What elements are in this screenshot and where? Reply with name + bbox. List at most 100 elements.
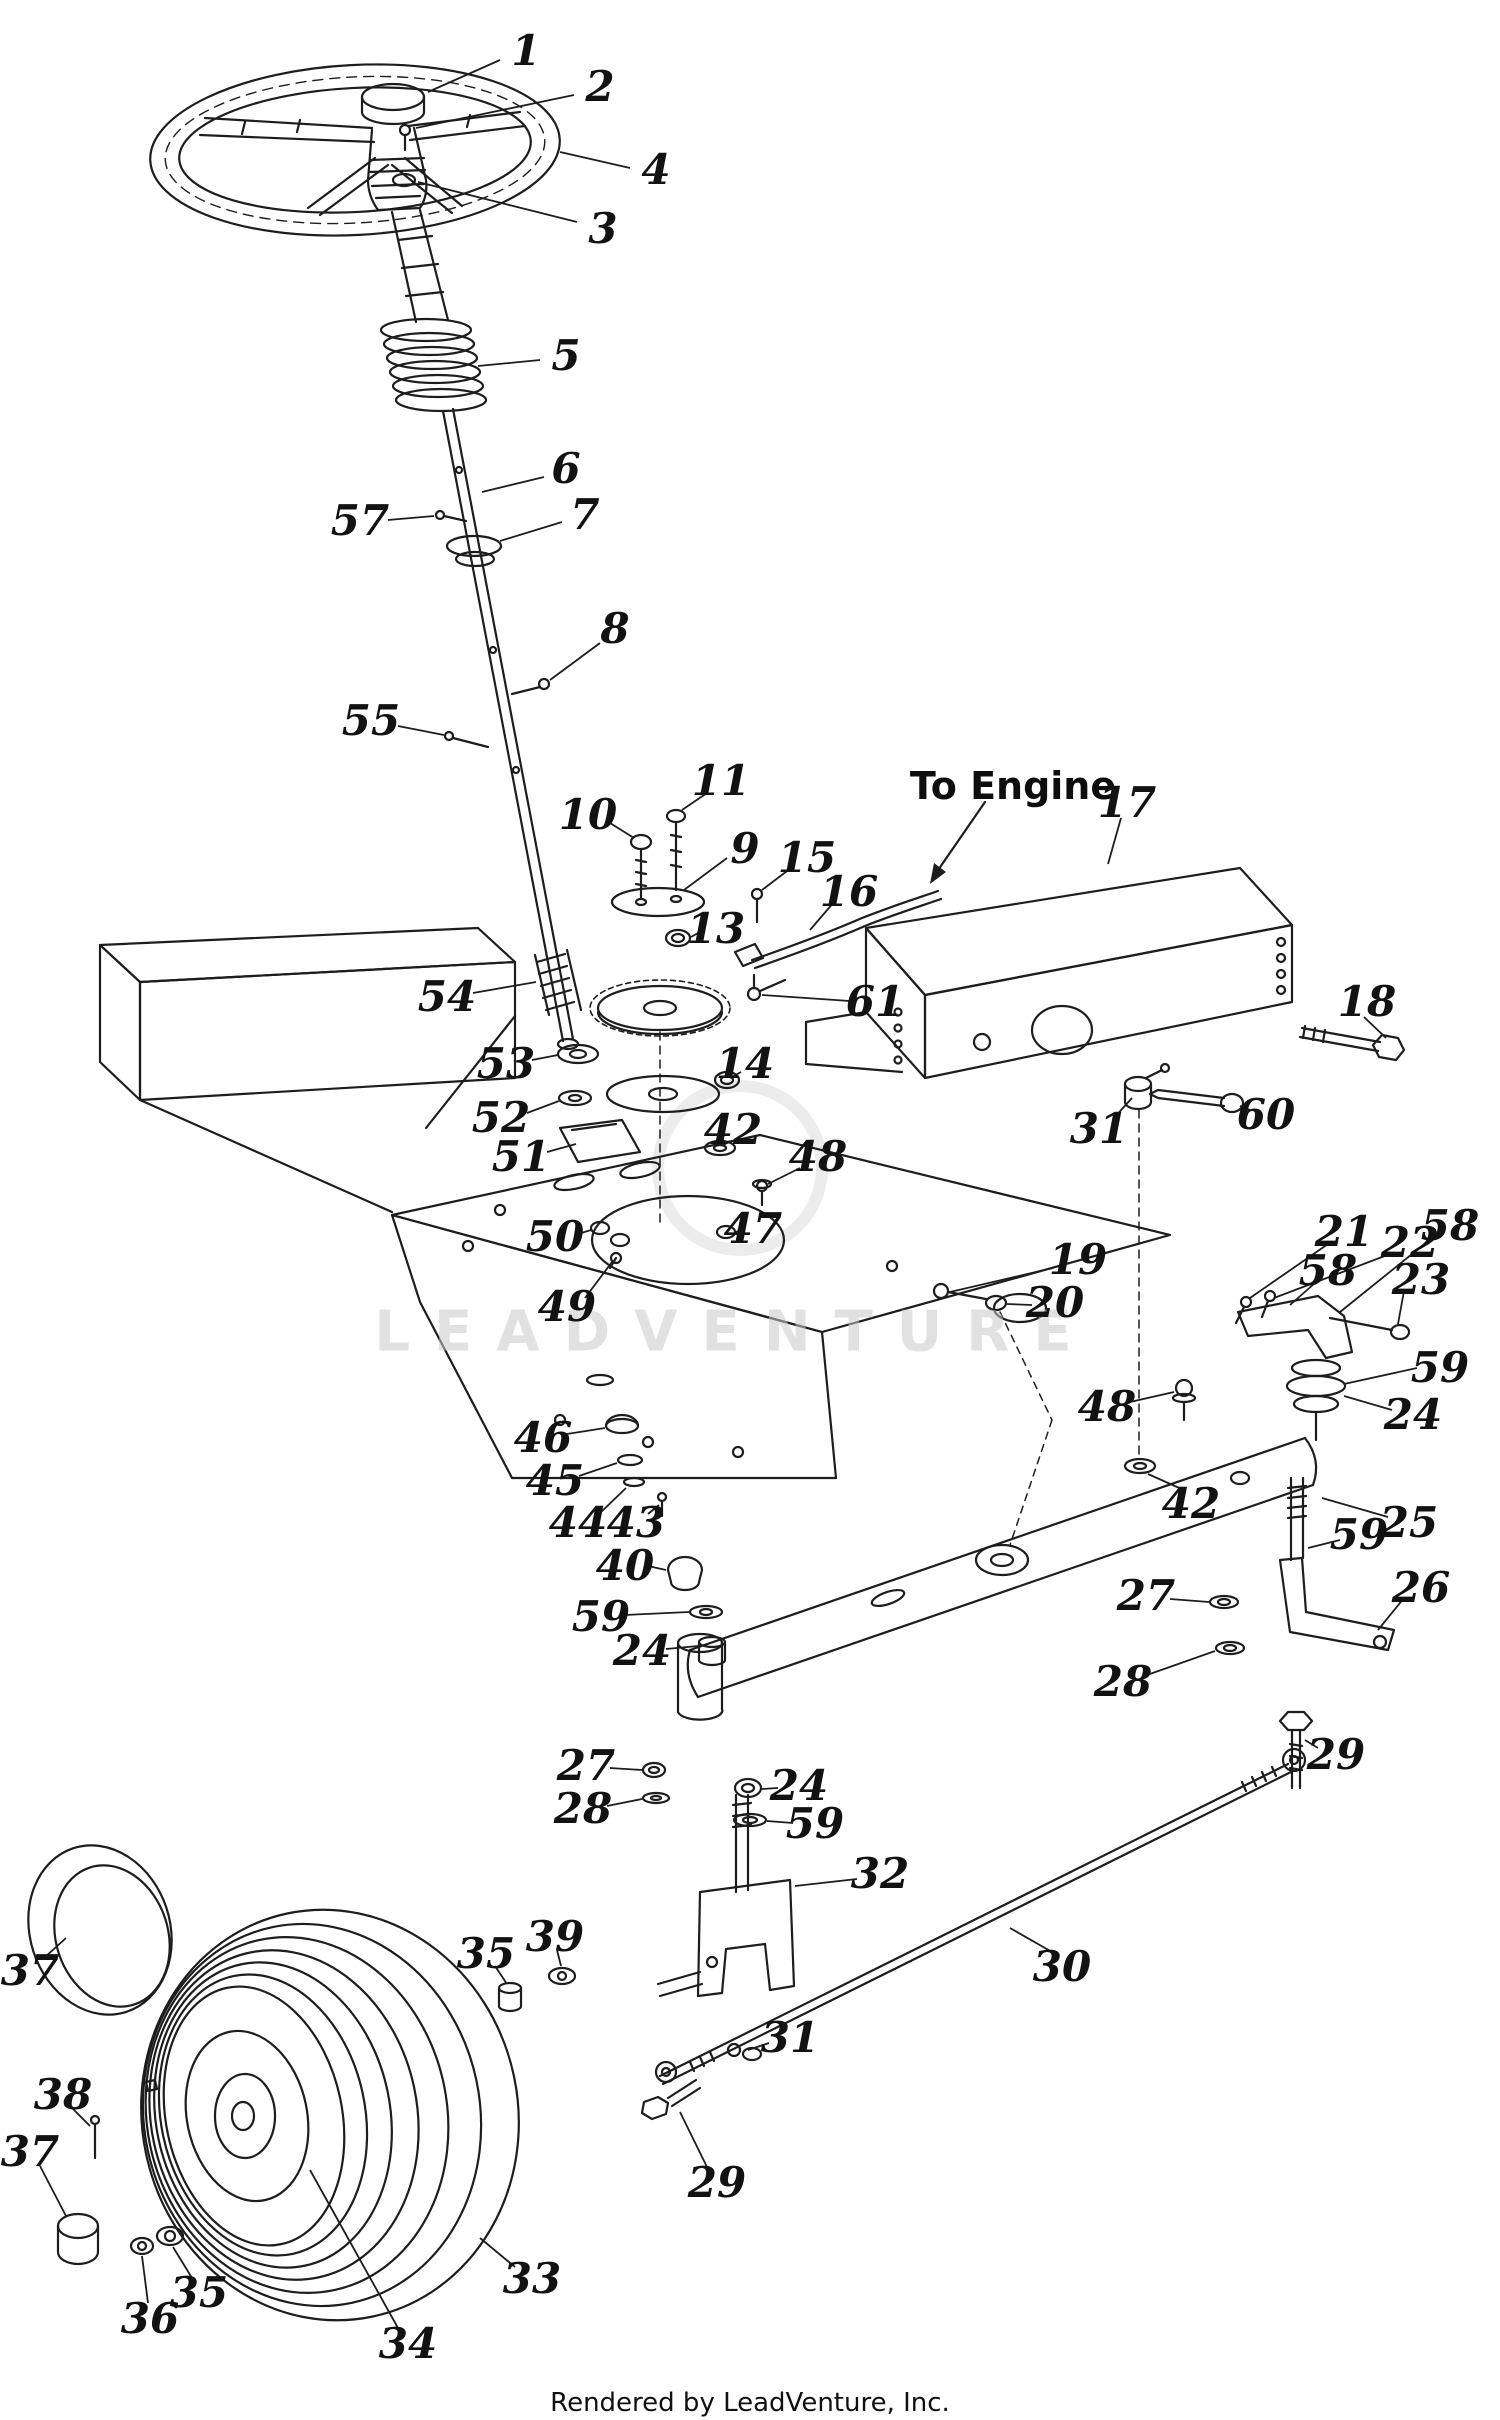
leader-line-13 xyxy=(690,932,699,938)
shaft-bushing xyxy=(445,534,503,558)
tie-rod-end xyxy=(654,2060,678,2084)
leader-line-3 xyxy=(417,181,578,223)
leader-line-51 xyxy=(546,1143,577,1153)
washer xyxy=(1208,1594,1240,1610)
pivot-fitting xyxy=(1123,1075,1153,1093)
steering-gear xyxy=(589,979,731,1226)
upper-plate xyxy=(610,886,706,918)
callout-49: 49 xyxy=(537,1282,597,1331)
nut xyxy=(664,928,692,948)
callout-42: 42 xyxy=(1161,1479,1221,1528)
washer xyxy=(1123,1457,1157,1475)
steering-spring xyxy=(379,317,488,413)
leader-line-52 xyxy=(526,1100,560,1114)
to-engine-label: To Engine xyxy=(909,764,1117,808)
callout-54: 54 xyxy=(417,972,477,1021)
callout-59: 59 xyxy=(571,1592,631,1641)
leader-line-58 xyxy=(1339,1237,1433,1313)
leader-line-60 xyxy=(1239,1105,1251,1111)
leader-line-59 xyxy=(1307,1539,1341,1549)
callout-28: 28 xyxy=(1093,1657,1153,1706)
engine-wires xyxy=(733,800,987,1002)
washer xyxy=(641,1791,671,1805)
bearing-plate xyxy=(605,1074,721,1114)
leader-line-49 xyxy=(584,1261,613,1299)
callout-37: 37 xyxy=(0,2127,60,2176)
callout-58: 58 xyxy=(1420,1201,1480,1250)
nut-20 xyxy=(984,1294,1008,1312)
leader-line-18 xyxy=(1363,1016,1387,1039)
bracket xyxy=(558,1118,642,1164)
engine-frame xyxy=(804,866,1294,1080)
shaft-pin xyxy=(443,730,455,742)
bushing-35 xyxy=(497,1981,523,1995)
callout-27: 27 xyxy=(1116,1571,1176,1620)
washer xyxy=(557,1089,593,1107)
callout-4: 4 xyxy=(641,145,671,194)
callout-61: 61 xyxy=(845,977,905,1026)
callout-37: 37 xyxy=(0,1946,60,1995)
callout-46: 46 xyxy=(513,1413,573,1462)
callout-1: 1 xyxy=(511,26,541,75)
leader-line-43 xyxy=(647,1504,660,1515)
washer xyxy=(732,1812,768,1828)
leader-line-26 xyxy=(1377,1597,1405,1631)
leader-line-20 xyxy=(1006,1303,1033,1306)
callout-2: 2 xyxy=(585,62,615,111)
cap-46 xyxy=(604,1417,640,1435)
bolt-31 xyxy=(726,2042,742,2058)
ball-stud xyxy=(1174,1378,1194,1398)
callout-45: 45 xyxy=(525,1456,585,1505)
callout-22: 22 xyxy=(1380,1218,1440,1267)
callout-15: 15 xyxy=(777,833,837,882)
callout-24: 24 xyxy=(612,1626,672,1675)
leader-line-5 xyxy=(477,359,541,367)
leader-line-24 xyxy=(665,1645,699,1650)
bolt-29-right xyxy=(1278,1710,1314,1732)
stud xyxy=(755,1179,769,1193)
leader-line-15 xyxy=(761,867,792,891)
leader-line-32 xyxy=(794,1878,858,1887)
leader-line-35 xyxy=(172,2246,193,2279)
callout-25: 25 xyxy=(1379,1498,1439,1547)
leader-line-48 xyxy=(767,1167,801,1185)
leader-line-28 xyxy=(606,1798,643,1807)
leader-line-17 xyxy=(1107,817,1122,865)
bolt xyxy=(609,1251,623,1265)
bushing xyxy=(556,1043,600,1065)
tie-rod-end xyxy=(1281,1747,1307,1773)
callout-11: 11 xyxy=(691,756,751,805)
leader-line-40 xyxy=(647,1565,667,1571)
tie-rod xyxy=(640,1747,1307,2121)
leader-line-48 xyxy=(1129,1391,1175,1403)
leader-line-31 xyxy=(1112,1097,1133,1120)
leader-line-9 xyxy=(683,857,728,891)
steering-shaft xyxy=(434,407,583,1051)
callout-24: 24 xyxy=(1383,1390,1443,1439)
callout-17: 17 xyxy=(1097,778,1157,827)
leader-line-11 xyxy=(681,792,708,811)
washer xyxy=(616,1453,644,1467)
callout-59: 59 xyxy=(1410,1343,1470,1392)
leader-line-39 xyxy=(556,1949,562,1967)
leader-line-47 xyxy=(735,1229,741,1233)
wheel-hardware xyxy=(27,1844,185,2266)
callout-30: 30 xyxy=(1032,1942,1092,1991)
callout-27: 27 xyxy=(556,1741,616,1790)
leader-line-1 xyxy=(427,59,501,93)
leader-line-27 xyxy=(609,1767,643,1771)
callout-10: 10 xyxy=(558,790,618,839)
callout-47: 47 xyxy=(723,1204,783,1253)
leader-line-21 xyxy=(1249,1243,1329,1299)
callout-5: 5 xyxy=(551,331,581,380)
callout-51: 51 xyxy=(491,1132,551,1181)
callout-31: 31 xyxy=(760,2013,820,2062)
callout-31: 31 xyxy=(1069,1104,1129,1153)
leader-line-58 xyxy=(1289,1282,1316,1306)
washer-35 xyxy=(155,2225,185,2247)
leader-lines xyxy=(39,59,1433,2329)
leader-line-59 xyxy=(1343,1367,1418,1385)
callout-28: 28 xyxy=(553,1784,613,1833)
cotter-pin xyxy=(89,2114,101,2126)
